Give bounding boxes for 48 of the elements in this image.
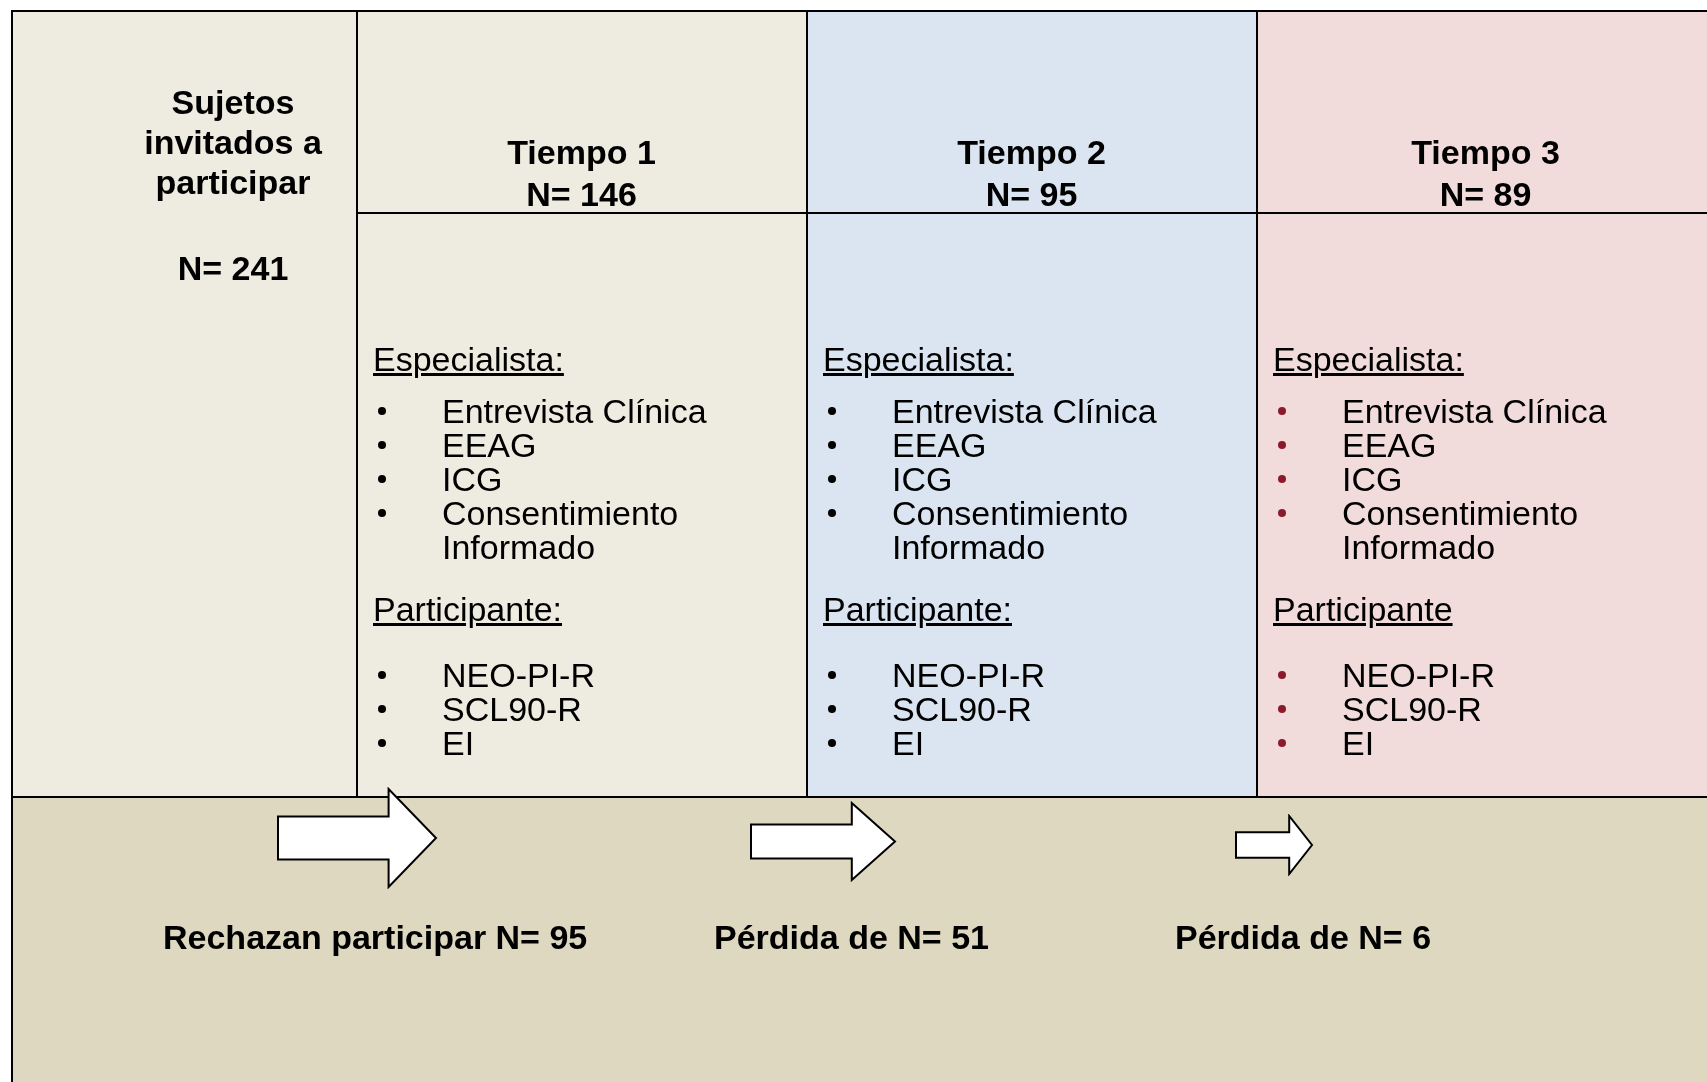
list-item: Entrevista Clínica bbox=[1342, 394, 1608, 428]
block-arrow bbox=[1235, 814, 1314, 876]
list-item: NEO-PI-R bbox=[892, 658, 1046, 692]
list-item: ICG bbox=[1342, 462, 1404, 496]
header-cell bbox=[806, 10, 1258, 214]
list-item: SCL90-R bbox=[892, 692, 1033, 726]
list-item: SCL90-R bbox=[442, 692, 583, 726]
header-cell bbox=[11, 10, 358, 798]
section-heading: Especialista: bbox=[823, 342, 1014, 376]
list-item: NEO-PI-R bbox=[1342, 658, 1496, 692]
list-item: Consentimiento Informado bbox=[442, 496, 680, 564]
list-item: EI bbox=[892, 726, 926, 760]
sample-size: N= 241 bbox=[176, 248, 290, 288]
section-heading: Participante bbox=[1273, 592, 1453, 626]
column-title: Tiempo 3 bbox=[1410, 132, 1561, 172]
list-item: Consentimiento Informado bbox=[892, 496, 1130, 564]
header-cell bbox=[356, 10, 808, 214]
section-heading: Participante: bbox=[373, 592, 562, 626]
sample-size: N= 146 bbox=[525, 174, 638, 214]
list-item: Consentimiento Informado bbox=[1342, 496, 1580, 564]
list-item: EEAG bbox=[892, 428, 988, 462]
section-heading: Especialista: bbox=[1273, 342, 1464, 376]
section-heading: Especialista: bbox=[373, 342, 564, 376]
dropout-label: Pérdida de N= 6 bbox=[1175, 918, 1432, 957]
group-title: Sujetos invitados a participar bbox=[143, 82, 323, 202]
column-title: Tiempo 1 bbox=[506, 132, 657, 172]
list-item: ICG bbox=[442, 462, 504, 496]
instrument-cell bbox=[356, 212, 808, 798]
block-arrow bbox=[277, 787, 438, 889]
list-item: EI bbox=[442, 726, 476, 760]
dropout-label: Rechazan participar N= 95 bbox=[163, 918, 588, 957]
sample-size: N= 89 bbox=[1438, 174, 1533, 214]
column-title: Tiempo 2 bbox=[956, 132, 1107, 172]
instrument-cell bbox=[1256, 212, 1707, 798]
section-heading: Participante: bbox=[823, 592, 1012, 626]
list-item: SCL90-R bbox=[1342, 692, 1483, 726]
list-item: NEO-PI-R bbox=[442, 658, 596, 692]
block-arrow bbox=[750, 801, 897, 882]
sample-size: N= 95 bbox=[984, 174, 1079, 214]
header-cell bbox=[1256, 10, 1707, 214]
list-item: EEAG bbox=[1342, 428, 1438, 462]
dropout-label: Pérdida de N= 51 bbox=[714, 918, 989, 957]
list-item: EI bbox=[1342, 726, 1376, 760]
list-item: EEAG bbox=[442, 428, 538, 462]
list-item: ICG bbox=[892, 462, 954, 496]
instrument-cell bbox=[806, 212, 1258, 798]
list-item: Entrevista Clínica bbox=[892, 394, 1158, 428]
list-item: Entrevista Clínica bbox=[442, 394, 708, 428]
